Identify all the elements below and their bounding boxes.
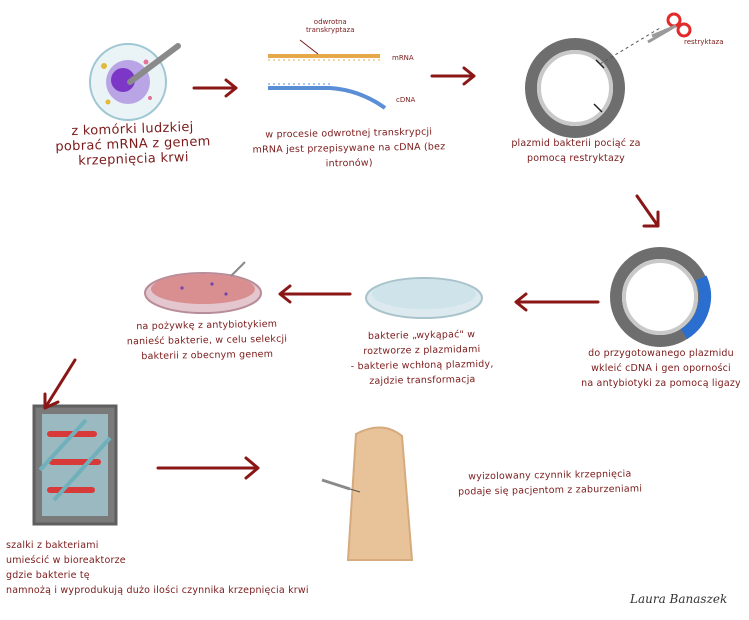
step2-caption: w procesie odwrotnej transkrypcji mRNA j… <box>230 124 469 173</box>
step4-caption: do przygotowanego plazmidu wkleić cDNA i… <box>578 346 744 391</box>
restriction-enzyme-label: restryktaza <box>684 38 724 46</box>
step5-caption: bakterie „wykąpać" w roztworze z plazmid… <box>333 326 510 389</box>
reverse-transcriptase-label: odwrotna transkryptaza <box>306 18 355 34</box>
recombinant-plasmid-icon <box>616 253 705 341</box>
dna-strands-icon <box>268 40 385 108</box>
petri-dish-blue-icon <box>366 278 482 318</box>
step8-caption: wyizolowany czynnik krzepnięcia podaje s… <box>440 466 660 500</box>
petri-dish-red-icon <box>145 262 261 313</box>
bioreactor-icon <box>34 406 116 524</box>
step1-caption: z komórki ludzkiej pobrać mRNA z genem k… <box>27 118 238 170</box>
mrna-label: mRNA <box>392 54 414 62</box>
plasmid-icon <box>531 28 660 132</box>
human-cell-icon <box>90 44 178 120</box>
step7-caption: szalki z bakteriami umieścić w bioreakto… <box>6 538 366 598</box>
step3-caption: plazmid bakterii pociąć za pomocą restry… <box>486 136 666 166</box>
cdna-label: cDNA <box>396 96 415 104</box>
step6-caption: na pożywkę z antybiotykiem nanieść bakte… <box>112 316 303 364</box>
author-signature: Laura Banaszek <box>630 592 727 606</box>
